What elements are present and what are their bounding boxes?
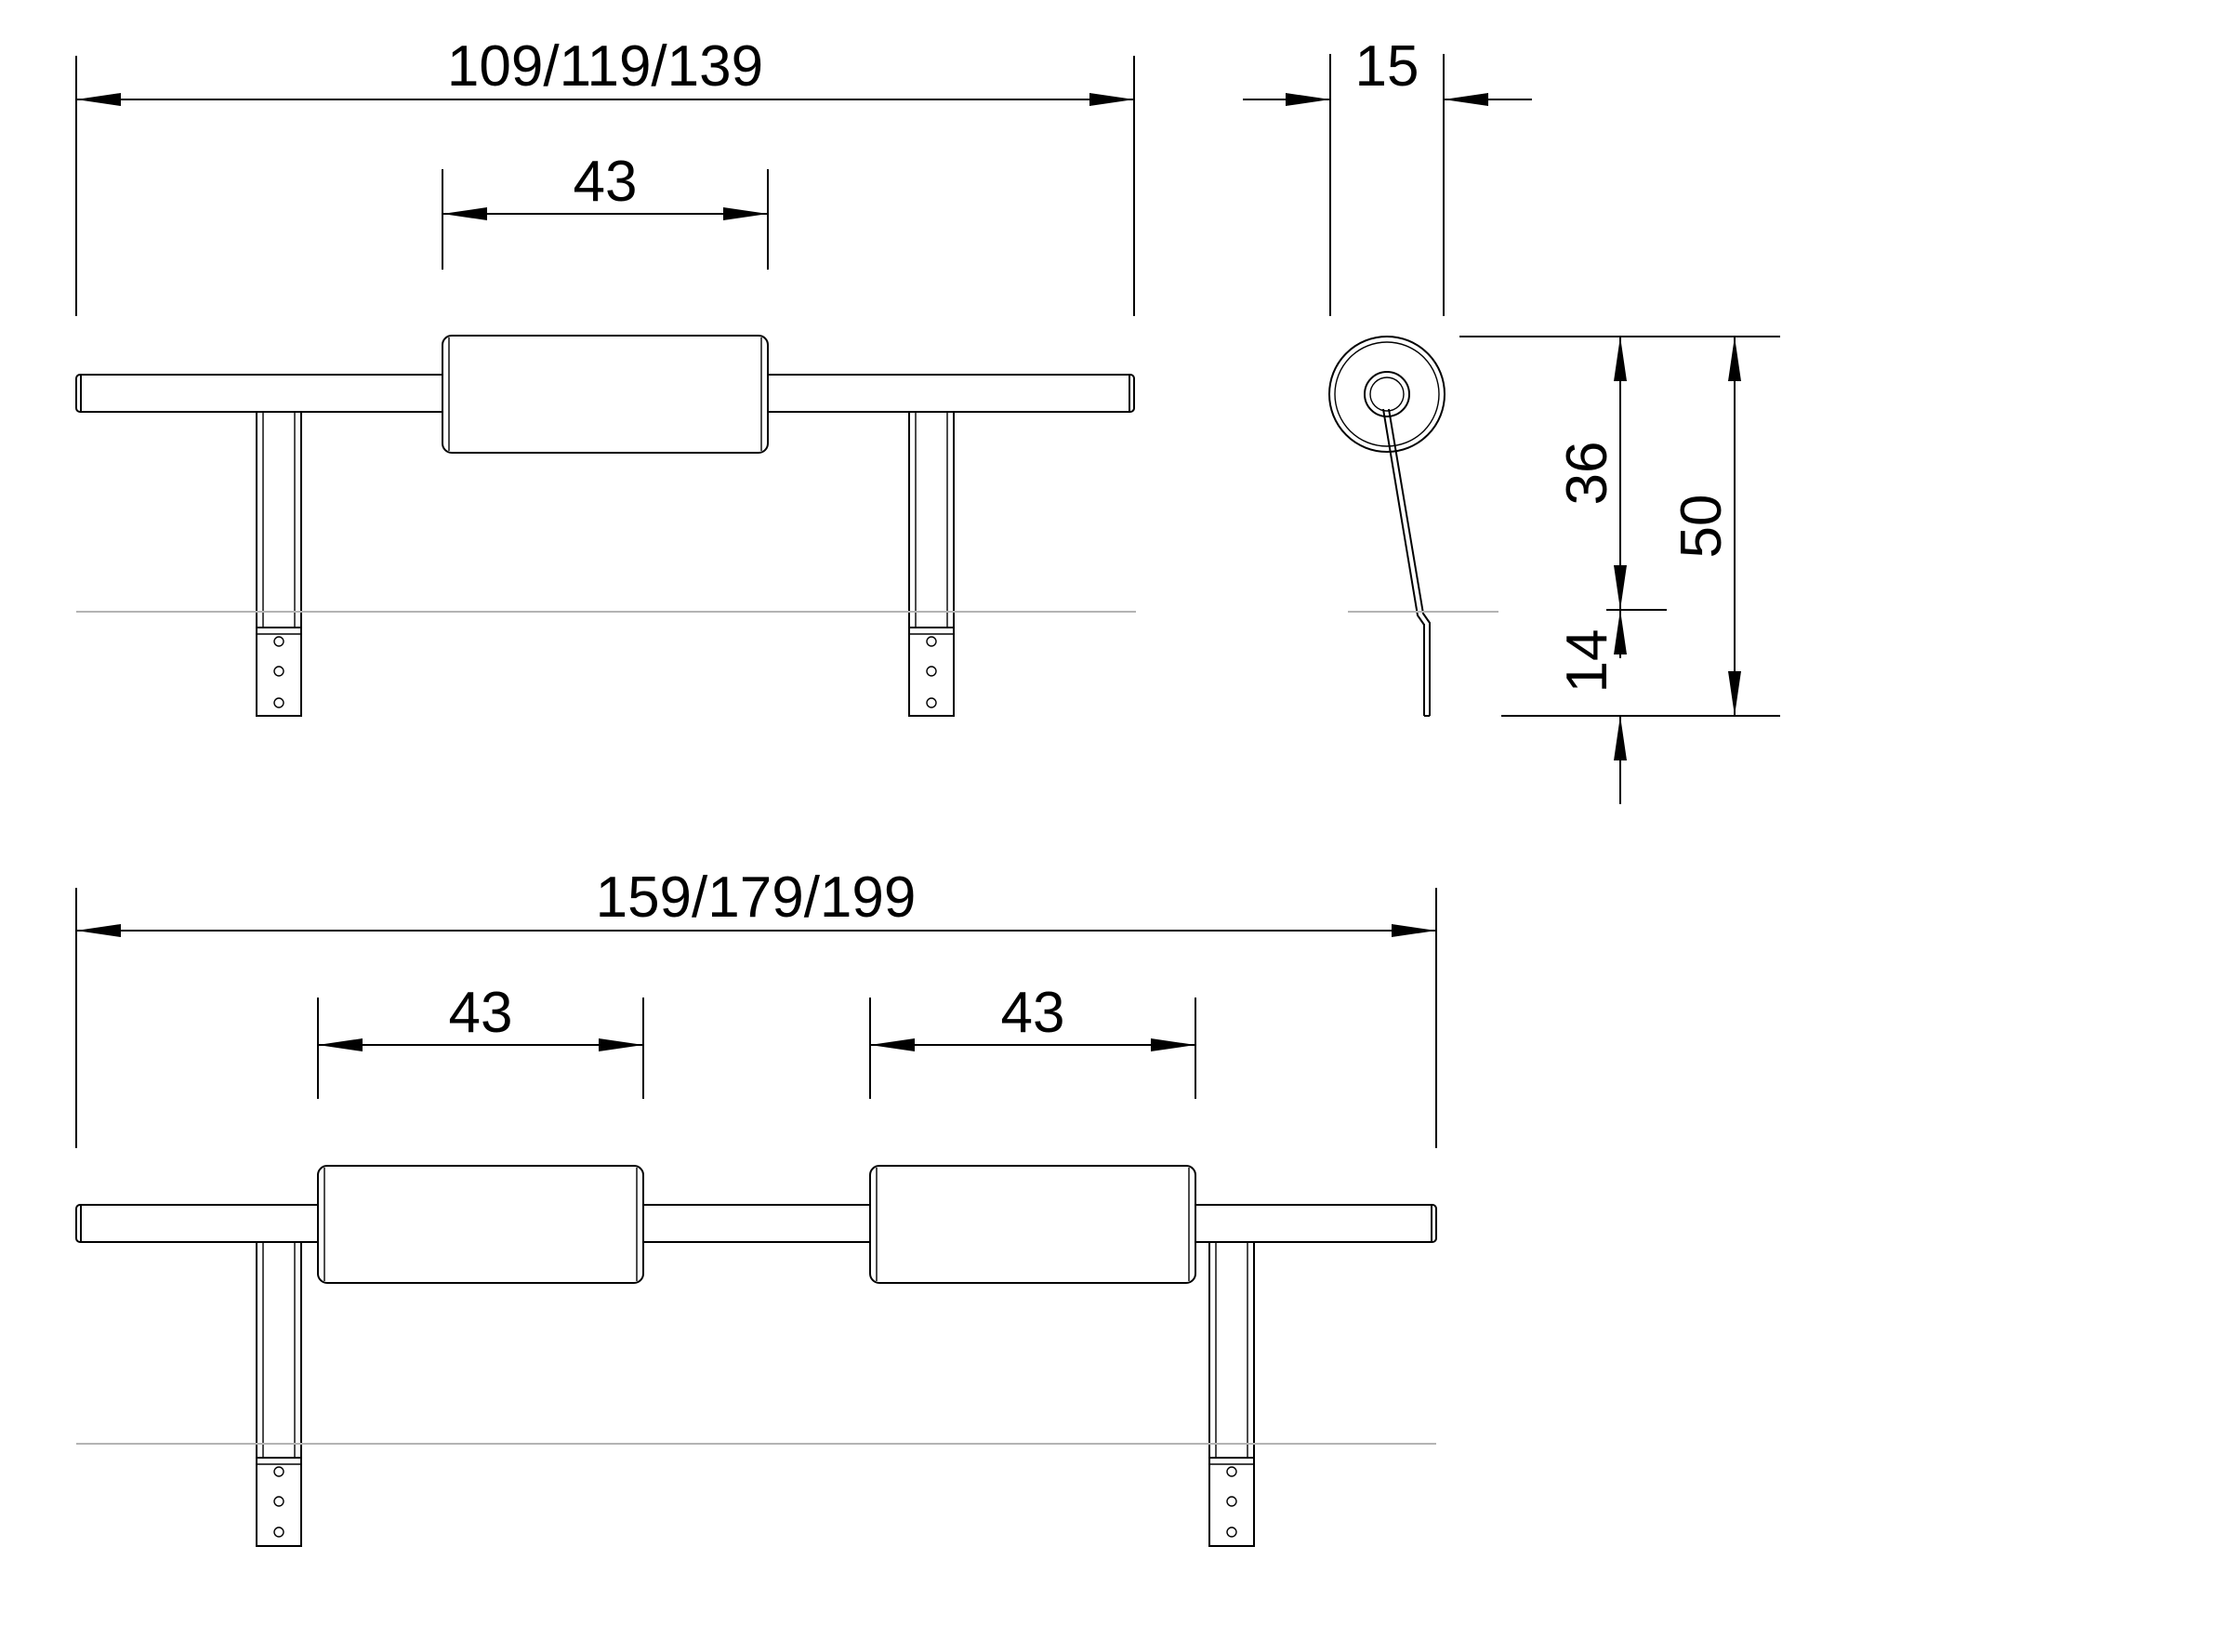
- bottom-rail: [75, 1204, 1437, 1243]
- bottom-left-leg: [256, 1241, 302, 1547]
- bottom-right-cushion-label: 43: [1001, 981, 1065, 1045]
- top-cushion: [442, 335, 769, 454]
- top-front-view: 109/119/139 43: [75, 34, 1136, 717]
- side-view: 15 36 50 14: [1243, 34, 1780, 804]
- side-depth-label: 15: [1355, 34, 1419, 99]
- bottom-left-cushion: [317, 1165, 644, 1284]
- top-left-leg: [256, 411, 302, 717]
- bottom-right-cushion: [869, 1165, 1196, 1284]
- top-right-leg: [908, 411, 955, 717]
- bottom-overall-width-label: 159/179/199: [596, 866, 917, 930]
- bottom-front-view: 159/179/199 43 43: [75, 866, 1437, 1547]
- side-height-upper-label: 36: [1555, 442, 1619, 506]
- side-profile: [1328, 336, 1446, 717]
- bottom-right-leg: [1208, 1241, 1255, 1547]
- bottom-left-cushion-label: 43: [449, 981, 513, 1045]
- top-cushion-width-label: 43: [574, 150, 638, 214]
- top-overall-width-label: 109/119/139: [447, 34, 763, 99]
- side-height-total-label: 50: [1670, 495, 1734, 559]
- side-height-lower-label: 14: [1555, 629, 1619, 694]
